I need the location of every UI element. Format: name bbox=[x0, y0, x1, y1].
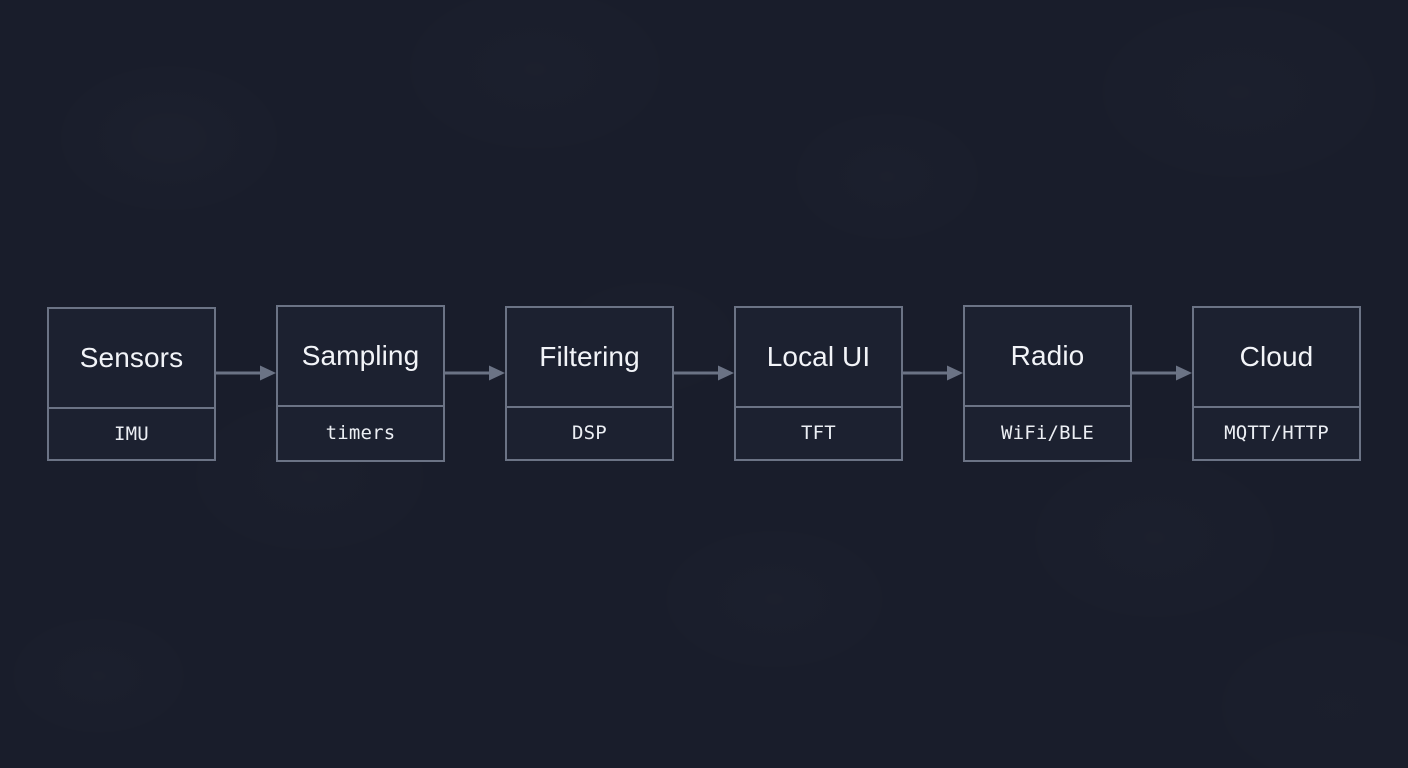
edge-sampling-to-filtering bbox=[445, 364, 505, 382]
node-local_ui[interactable]: Local UI TFT bbox=[734, 306, 903, 461]
node-title-cloud: Cloud bbox=[1239, 341, 1314, 372]
node-sampling[interactable]: Sampling timers bbox=[276, 305, 445, 462]
edge-arrowhead bbox=[1176, 365, 1192, 381]
node-title-local_ui: Local UI bbox=[766, 341, 871, 372]
node-subtitle-local_ui: TFT bbox=[736, 406, 901, 459]
node-subtitle-radio: WiFi/BLE bbox=[965, 405, 1130, 460]
edge-radio-to-cloud bbox=[1132, 364, 1192, 382]
node-title-radio: Radio bbox=[1010, 340, 1085, 371]
edge-arrowhead bbox=[489, 365, 505, 381]
node-title-sensors: Sensors bbox=[79, 342, 184, 373]
node-title-filtering: Filtering bbox=[539, 341, 640, 372]
edge-filtering-to-local_ui bbox=[674, 364, 734, 382]
edge-sensors-to-sampling bbox=[216, 364, 276, 382]
node-subtitle-cloud: MQTT/HTTP bbox=[1194, 406, 1359, 459]
node-title-sampling: Sampling bbox=[301, 340, 420, 371]
edge-arrowhead bbox=[260, 365, 276, 381]
edge-local_ui-to-radio bbox=[903, 364, 963, 382]
node-subtitle-filtering: DSP bbox=[507, 406, 672, 459]
edge-arrowhead bbox=[718, 365, 734, 381]
edge-arrowhead bbox=[947, 365, 963, 381]
node-subtitle-sampling: timers bbox=[278, 405, 443, 460]
node-subtitle-sensors: IMU bbox=[49, 407, 214, 459]
